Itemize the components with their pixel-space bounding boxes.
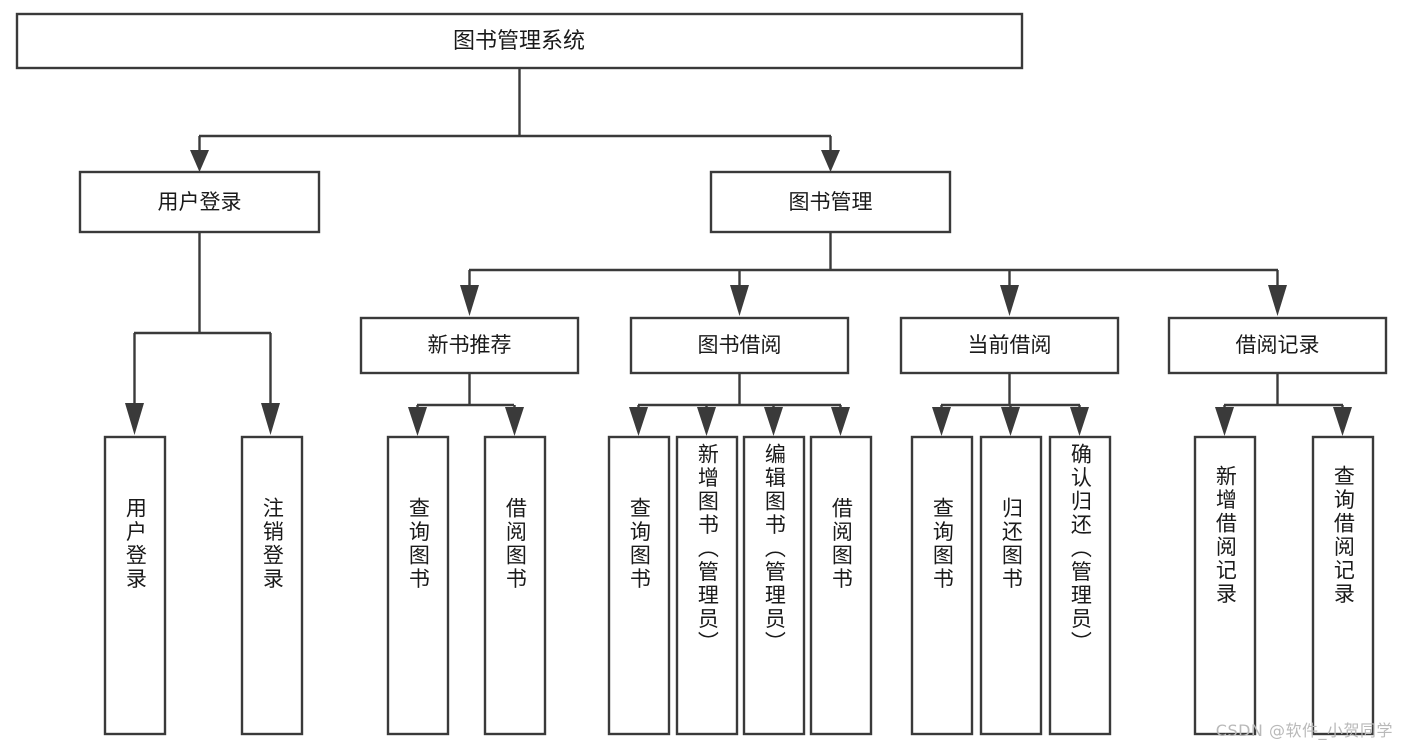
- leaf-box-br-query[interactable]: [1311, 435, 1375, 736]
- node-new-book-label: 新书推荐: [428, 333, 512, 357]
- arrow-to-user-login: [190, 150, 209, 172]
- node-user-login-box: [78, 170, 321, 234]
- arrow-to-leaf-logout: [261, 403, 280, 435]
- connector-root-to-level2: [190, 68, 840, 172]
- arrow-to-leaf-br-2: [1333, 407, 1352, 436]
- node-book-manage[interactable]: 图书管理: [709, 170, 952, 234]
- leaf-box-cb-query[interactable]: [910, 435, 974, 736]
- connector-book-borrow-to-leaves: [629, 373, 850, 436]
- connector-book-manage-to-level3: [460, 232, 1287, 316]
- node-book-manage-label: 图书管理: [789, 190, 873, 214]
- leaf-boxes: [103, 435, 1375, 736]
- node-current-borrow-box: [899, 316, 1120, 375]
- leaf-box-nb-query[interactable]: [386, 435, 450, 736]
- arrow-to-leaf-bb-2: [697, 407, 716, 436]
- node-new-book[interactable]: 新书推荐: [359, 316, 580, 375]
- leaf-box-bb-query[interactable]: [607, 435, 671, 736]
- leaf-box-bb-add[interactable]: [675, 435, 739, 736]
- leaf-box-bb-edit[interactable]: [742, 435, 806, 736]
- node-user-login[interactable]: 用户登录: [78, 170, 321, 234]
- arrow-to-current-borrow: [1000, 285, 1019, 316]
- node-new-book-box: [359, 316, 580, 375]
- node-borrow-record-label: 借阅记录: [1236, 333, 1320, 357]
- arrow-to-borrow-record: [1268, 285, 1287, 316]
- leaf-box-logout[interactable]: [240, 435, 304, 736]
- arrow-to-leaf-nb-1: [408, 407, 427, 436]
- leaf-box-br-add[interactable]: [1193, 435, 1257, 736]
- node-book-borrow-label: 图书借阅: [698, 333, 782, 357]
- arrow-to-leaf-bb-1: [629, 407, 648, 436]
- arrow-to-new-book: [460, 285, 479, 316]
- node-root[interactable]: 图书管理系统: [15, 12, 1024, 70]
- node-root-box: [15, 12, 1024, 70]
- node-borrow-record[interactable]: 借阅记录: [1167, 316, 1388, 375]
- connector-user-login-to-leaves: [125, 232, 280, 435]
- leaf-box-bb-borrow[interactable]: [809, 435, 873, 736]
- leaf-box-cb-return[interactable]: [979, 435, 1043, 736]
- arrow-to-leaf-cb-1: [932, 407, 951, 436]
- leaf-box-cb-confirm[interactable]: [1048, 435, 1112, 736]
- arrow-to-leaf-bb-3: [764, 407, 783, 436]
- arrow-to-leaf-cb-3: [1070, 407, 1089, 436]
- arrow-to-leaf-bb-4: [831, 407, 850, 436]
- node-user-login-label: 用户登录: [158, 190, 242, 214]
- connector-current-borrow-to-leaves: [932, 373, 1089, 436]
- arrow-to-leaf-nb-2: [505, 407, 524, 436]
- arrow-to-book-manage: [821, 150, 840, 172]
- arrow-to-leaf-cb-2: [1001, 407, 1020, 436]
- connector-borrow-record-to-leaves: [1215, 373, 1352, 436]
- node-current-borrow-label: 当前借阅: [968, 333, 1052, 357]
- arrow-to-leaf-br-1: [1215, 407, 1234, 436]
- watermark: CSDN @软件_小贺同学: [1215, 721, 1393, 740]
- arrow-to-leaf-user-login: [125, 403, 144, 435]
- node-book-borrow[interactable]: 图书借阅: [629, 316, 850, 375]
- connector-new-book-to-leaves: [408, 373, 524, 436]
- leaf-box-nb-borrow[interactable]: [483, 435, 547, 736]
- node-root-label: 图书管理系统: [453, 29, 585, 54]
- arrow-to-book-borrow: [730, 285, 749, 316]
- leaf-box-user-login[interactable]: [103, 435, 167, 736]
- node-current-borrow[interactable]: 当前借阅: [899, 316, 1120, 375]
